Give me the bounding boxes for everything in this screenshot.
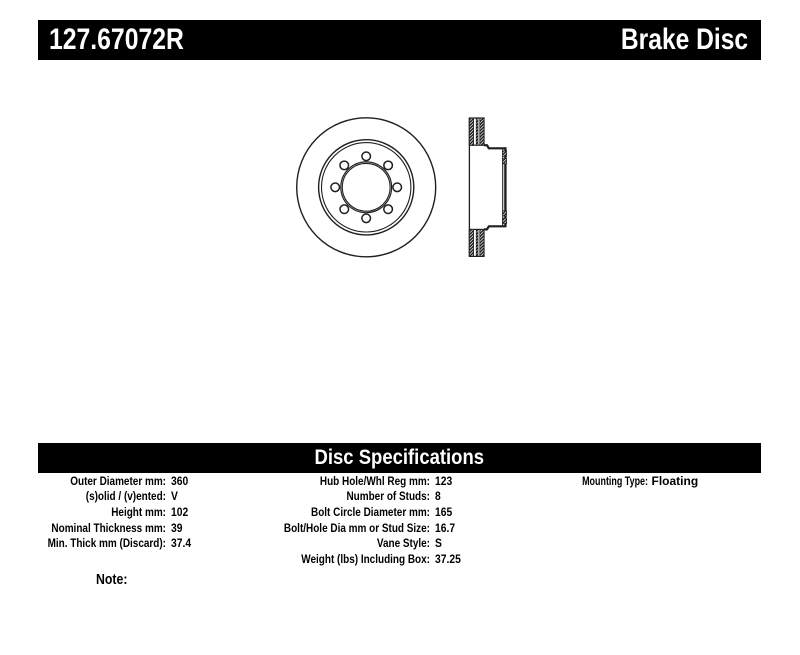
spec-label: Outer Diameter mm: bbox=[70, 473, 166, 488]
spec-column-left: Outer Diameter mm: 360 (s)olid / (v)ente… bbox=[10, 474, 194, 553]
bolt-hole bbox=[361, 151, 372, 162]
flange-section-top-b bbox=[502, 158, 507, 165]
spec-value: Floating bbox=[651, 473, 699, 488]
center-hole-inner-circle bbox=[341, 162, 391, 212]
bolt-hole bbox=[339, 204, 350, 215]
bolt-hole bbox=[383, 204, 394, 215]
spec-label: Min. Thick mm (Discard): bbox=[47, 536, 166, 551]
bolt-hole bbox=[361, 213, 372, 224]
outer-diameter-circle bbox=[296, 117, 437, 258]
bolt-hole bbox=[383, 160, 394, 171]
spec-value: 16.7 bbox=[435, 520, 456, 535]
spec-value: 123 bbox=[435, 473, 453, 488]
spec-row-vane-style: Vane Style: S bbox=[230, 536, 465, 552]
part-number: 127.67072R bbox=[49, 23, 184, 56]
spec-row-min-thick: Min. Thick mm (Discard): 37.4 bbox=[10, 536, 194, 552]
spec-value: 37.25 bbox=[435, 552, 461, 567]
bolt-hole bbox=[339, 160, 350, 171]
spec-row-hub-hole: Hub Hole/Whl Reg mm: 123 bbox=[230, 474, 465, 490]
spec-value: 39 bbox=[171, 520, 183, 535]
disc-side-view bbox=[468, 117, 507, 257]
spec-label: (s)olid / (v)ented: bbox=[85, 489, 166, 504]
hat-profile bbox=[484, 144, 507, 231]
spec-row-bolt-circle: Bolt Circle Diameter mm: 165 bbox=[230, 505, 465, 521]
bolt-hole bbox=[330, 182, 341, 193]
spec-label: Height mm: bbox=[111, 504, 166, 519]
spec-label: Number of Studs: bbox=[346, 489, 430, 504]
spec-value: 360 bbox=[171, 473, 189, 488]
spec-section-bar: Disc Specifications bbox=[38, 443, 761, 473]
bolt-hole bbox=[392, 182, 403, 193]
spec-row-number-of-studs: Number of Studs: 8 bbox=[230, 489, 465, 505]
note-label: Note: bbox=[96, 570, 128, 588]
spec-value: S bbox=[435, 536, 442, 551]
disc-front-view bbox=[296, 117, 437, 258]
friction-ring-bottom-section bbox=[468, 228, 485, 257]
spec-row-height: Height mm: 102 bbox=[10, 505, 194, 521]
hub-ring-inner-circle bbox=[320, 142, 412, 233]
spec-row-weight: Weight (lbs) Including Box: 37.25 bbox=[230, 552, 465, 568]
spec-value: 102 bbox=[171, 504, 189, 519]
spec-value: 165 bbox=[435, 504, 453, 519]
spec-row-solid-vented: (s)olid / (v)ented: V bbox=[10, 489, 194, 505]
hub-ring-outer-circle bbox=[317, 139, 415, 236]
spec-label: Bolt Circle Diameter mm: bbox=[310, 504, 430, 519]
friction-ring-top-section bbox=[468, 117, 485, 146]
spec-label: Nominal Thickness mm: bbox=[51, 520, 166, 535]
product-type: Brake Disc bbox=[620, 23, 748, 56]
spec-row-nominal-thickness: Nominal Thickness mm: 39 bbox=[10, 521, 194, 537]
spec-value: V bbox=[171, 489, 178, 504]
spec-section-title: Disc Specifications bbox=[314, 446, 485, 469]
spec-value: 8 bbox=[435, 489, 441, 504]
spec-label: Vane Style: bbox=[376, 536, 430, 551]
header-bar: 127.67072R Brake Disc bbox=[38, 20, 761, 60]
spec-label: Weight (lbs) Including Box: bbox=[301, 552, 430, 567]
spec-label: Mounting Type: bbox=[582, 473, 648, 488]
note-section: Note: bbox=[96, 570, 134, 588]
spec-label: Bolt/Hole Dia mm or Stud Size: bbox=[283, 520, 430, 535]
spec-column-middle: Hub Hole/Whl Reg mm: 123 Number of Studs… bbox=[230, 474, 465, 568]
center-hole-outer-circle bbox=[340, 161, 393, 214]
spec-value: 37.4 bbox=[171, 536, 192, 551]
bolt-holes bbox=[330, 151, 403, 224]
spec-row-mounting-type: Mounting Type: Floating bbox=[543, 474, 698, 490]
spec-row-bolt-hole-dia: Bolt/Hole Dia mm or Stud Size: 16.7 bbox=[230, 521, 465, 537]
spec-label: Hub Hole/Whl Reg mm: bbox=[319, 473, 430, 488]
spec-row-outer-diameter: Outer Diameter mm: 360 bbox=[10, 474, 194, 490]
flange-section-bottom-a bbox=[502, 210, 507, 217]
technical-drawing bbox=[296, 117, 507, 258]
spec-column-right: Mounting Type: Floating bbox=[543, 474, 698, 490]
flange-section-top-a bbox=[502, 150, 507, 157]
flange-section-bottom-b bbox=[502, 217, 507, 224]
